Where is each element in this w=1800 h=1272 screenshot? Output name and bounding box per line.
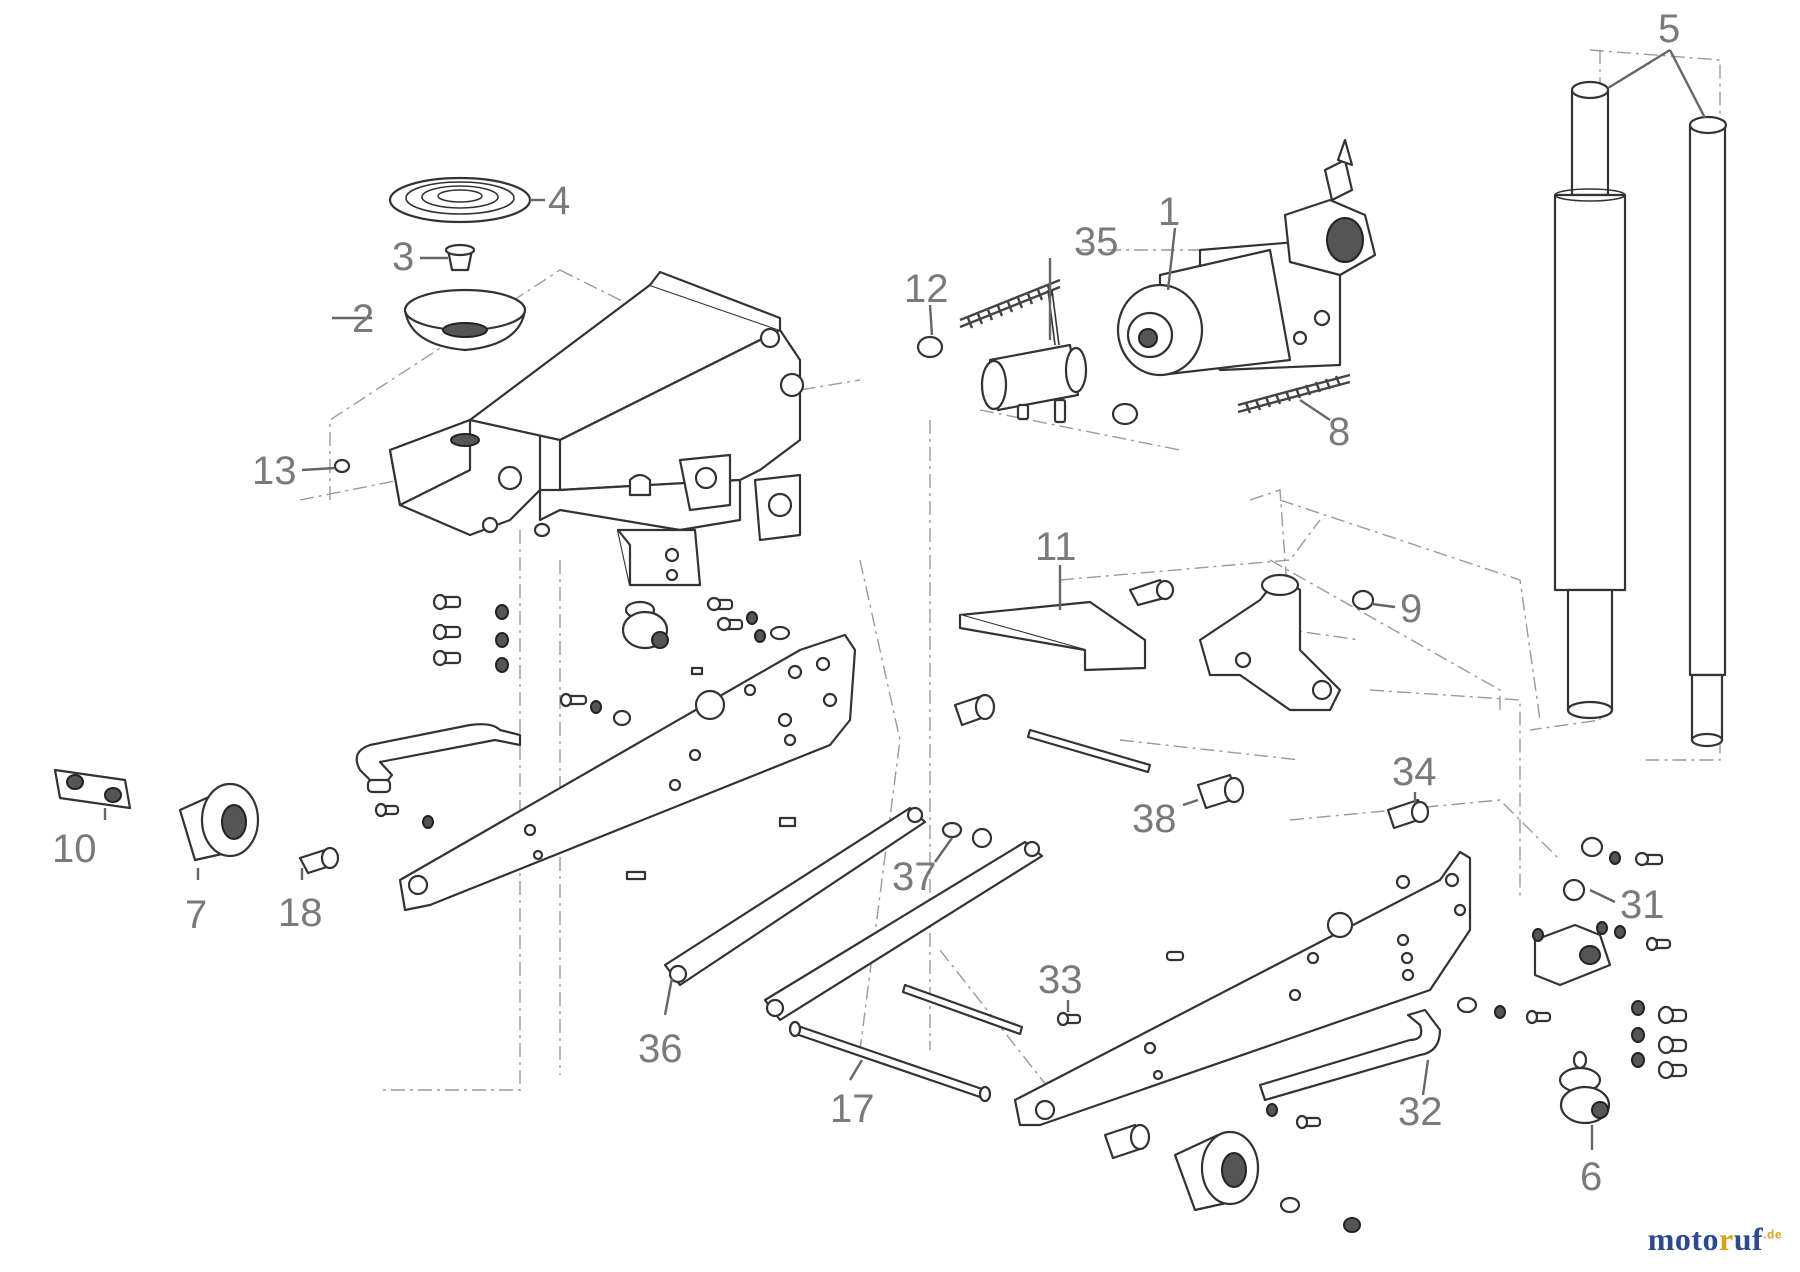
part-4-saddle-pad bbox=[388, 176, 532, 224]
callout-32: 32 bbox=[1398, 1090, 1443, 1134]
part-38-bushing bbox=[1196, 773, 1245, 810]
callout-31: 31 bbox=[1620, 883, 1665, 927]
lift-arm bbox=[388, 270, 805, 542]
part-36-link-arm bbox=[663, 806, 927, 987]
part-37-fitting bbox=[941, 821, 993, 849]
link-arm-second bbox=[763, 840, 1044, 1022]
right-side-plate bbox=[1013, 850, 1472, 1127]
rear-wheel-right bbox=[1173, 1130, 1361, 1233]
u-bar-left bbox=[355, 723, 522, 794]
callout-labels: 1 2 3 4 5 6 7 8 9 10 11 12 13 17 18 31 3… bbox=[52, 7, 1680, 1199]
bushing-lower bbox=[1103, 1123, 1151, 1160]
part-18-bushing bbox=[298, 846, 340, 875]
assembly-guide-lines bbox=[299, 49, 1721, 1091]
callout-10: 10 bbox=[52, 827, 97, 871]
part-12-ring bbox=[916, 335, 944, 359]
brand-part-1: moto bbox=[1647, 1221, 1719, 1257]
front-caster-bracket bbox=[616, 528, 702, 650]
part-13-oring bbox=[333, 458, 351, 474]
rear-bolt-stack bbox=[1631, 1000, 1688, 1080]
callout-33: 33 bbox=[1038, 958, 1083, 1002]
hardware-cluster-left bbox=[374, 593, 797, 881]
spring-upper bbox=[959, 278, 1061, 329]
callout-12: 12 bbox=[904, 267, 949, 311]
hardware-cluster-lower bbox=[1266, 996, 1552, 1130]
part-3-saddle-bolt bbox=[444, 243, 476, 272]
rod-lower bbox=[901, 983, 1024, 1036]
callout-leaders bbox=[103, 48, 1707, 1150]
part-10-plate bbox=[53, 768, 132, 810]
rod-upper bbox=[1026, 728, 1152, 774]
callout-6: 6 bbox=[1580, 1155, 1602, 1199]
part-11-bracket-plate bbox=[958, 600, 1147, 672]
bushing-mid bbox=[953, 693, 996, 727]
callout-38: 38 bbox=[1132, 797, 1177, 841]
callout-4: 4 bbox=[548, 179, 570, 223]
callout-17: 17 bbox=[830, 1087, 875, 1131]
ring-lower bbox=[1111, 402, 1139, 426]
callout-37: 37 bbox=[892, 855, 937, 899]
brand-tld: .de bbox=[1763, 1227, 1782, 1242]
bushing-upper bbox=[1128, 578, 1175, 607]
brand-logo: motoruf.de bbox=[1648, 1221, 1782, 1258]
part-2-saddle bbox=[403, 288, 527, 352]
oring-small bbox=[533, 522, 551, 538]
part-31-rear-bracket bbox=[1532, 836, 1672, 987]
callout-9: 9 bbox=[1400, 587, 1422, 631]
part-9-center-bracket bbox=[1198, 573, 1375, 712]
part-1-pump-unit bbox=[1116, 138, 1377, 377]
callout-7: 7 bbox=[185, 893, 207, 937]
callout-3: 3 bbox=[392, 235, 414, 279]
part-33-bolt bbox=[1056, 1011, 1082, 1027]
callout-36: 36 bbox=[638, 1027, 683, 1071]
part-34-pin bbox=[1386, 798, 1430, 830]
release-valve-cylinder bbox=[980, 343, 1088, 424]
part-17-axle bbox=[788, 1020, 992, 1103]
brand-part-2: r bbox=[1719, 1221, 1734, 1257]
callout-34: 34 bbox=[1392, 750, 1437, 794]
part-32-u-bar bbox=[1258, 1008, 1442, 1102]
callout-1: 1 bbox=[1158, 190, 1180, 234]
callout-35: 35 bbox=[1074, 220, 1119, 264]
part-7-front-wheel bbox=[178, 782, 260, 862]
part-6-rear-caster bbox=[1558, 1050, 1611, 1125]
part-5-handle-tubes bbox=[1553, 80, 1728, 748]
callout-5: 5 bbox=[1658, 7, 1680, 51]
brand-part-3: uf bbox=[1733, 1221, 1764, 1257]
left-side-plate bbox=[398, 633, 857, 912]
callout-18: 18 bbox=[278, 891, 323, 935]
callout-8: 8 bbox=[1328, 410, 1350, 454]
part-8-spring bbox=[1237, 373, 1351, 414]
callout-11: 11 bbox=[1035, 525, 1077, 569]
callout-2: 2 bbox=[352, 297, 374, 341]
callout-13: 13 bbox=[252, 449, 297, 493]
